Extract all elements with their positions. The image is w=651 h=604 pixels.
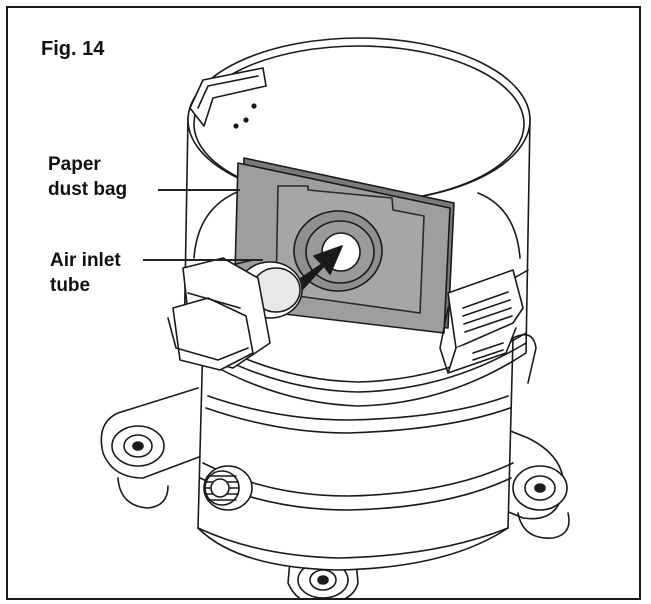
callout-paper-dust-bag: Paper dust bag <box>48 152 127 202</box>
callout-paper-dust-bag-leader <box>158 189 240 191</box>
caster-leg-left <box>100 387 224 509</box>
figure-title: Fig. 14 <box>41 38 105 60</box>
callout-air-inlet-tube: Air inlet tube <box>50 248 121 298</box>
callout-air-inlet-tube-line-1: Air inlet <box>50 250 121 271</box>
callout-paper-dust-bag-line-2: dust bag <box>48 179 128 200</box>
drain-plug-knob <box>203 465 253 511</box>
drum-rim <box>187 37 531 259</box>
drum-latch <box>439 269 524 374</box>
drum-handle <box>189 67 267 129</box>
vacuum-illustration <box>100 37 570 598</box>
caster-leg-right <box>462 417 570 539</box>
inlet-coupling <box>167 257 271 371</box>
callout-air-inlet-tube-leader <box>143 259 263 261</box>
insert-arrow <box>293 245 343 293</box>
callout-air-inlet-tube-line-2: tube <box>50 275 91 296</box>
tank-body <box>197 337 514 571</box>
callout-paper-dust-bag-line-1: Paper <box>48 154 101 175</box>
figure-frame: Fig. 14 Paper dust bag Air inlet tube <box>6 6 641 600</box>
